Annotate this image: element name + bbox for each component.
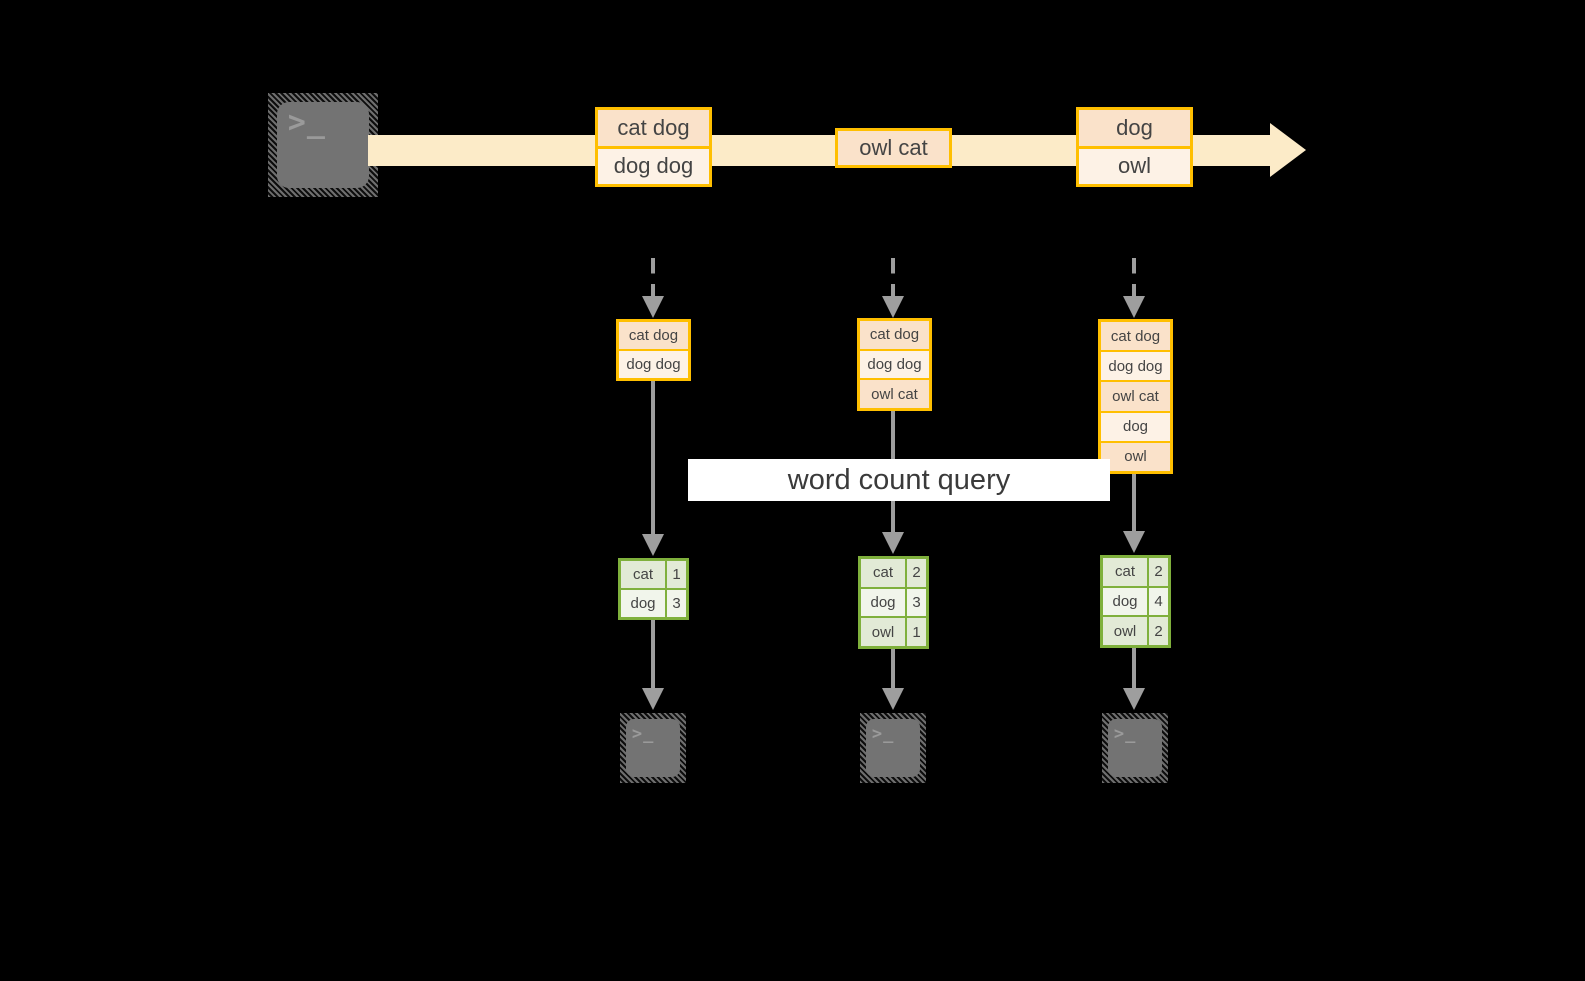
record-line: cat dog bbox=[860, 321, 929, 349]
snapshot-1-input-box[interactable]: cat dog dog dog bbox=[616, 319, 691, 381]
count-word: dog bbox=[861, 588, 905, 617]
count-value: 1 bbox=[665, 561, 686, 588]
record-line: owl cat bbox=[1101, 380, 1170, 411]
count-value: 1 bbox=[905, 618, 926, 647]
record-line: dog dog bbox=[860, 348, 929, 379]
query-arrow-3 bbox=[1132, 474, 1136, 536]
output-arrowhead-1-icon bbox=[642, 688, 664, 710]
terminal-body bbox=[277, 102, 369, 188]
output-arrow-1 bbox=[651, 620, 655, 692]
count-word: cat bbox=[1103, 558, 1147, 586]
stream-tap-arrow-2 bbox=[891, 258, 895, 300]
stream-arrow-head-icon bbox=[1270, 123, 1306, 177]
count-word: dog bbox=[621, 590, 665, 617]
record-line: owl cat bbox=[860, 378, 929, 409]
table-row: owl 2 bbox=[1103, 615, 1168, 646]
count-value: 2 bbox=[1147, 617, 1168, 646]
stream-batch-2[interactable]: owl cat bbox=[835, 128, 952, 168]
record-line: cat dog bbox=[598, 110, 709, 146]
query-label: word count query bbox=[688, 459, 1110, 501]
table-row: cat 2 bbox=[1103, 558, 1168, 586]
record-line: dog dog bbox=[598, 145, 709, 184]
snapshot-1-count-table[interactable]: cat 1 dog 3 bbox=[618, 558, 689, 620]
terminal-body bbox=[626, 719, 680, 777]
snapshot-3-input-box[interactable]: cat dog dog dog owl cat dog owl bbox=[1098, 319, 1173, 474]
count-word: owl bbox=[861, 618, 905, 647]
table-row: dog 3 bbox=[621, 588, 686, 617]
stream-batch-3[interactable]: dog owl bbox=[1076, 107, 1193, 187]
consumer-terminal-1-icon[interactable]: >_ bbox=[620, 713, 686, 783]
stream-tap-arrow-1 bbox=[651, 258, 655, 300]
record-line: dog bbox=[1079, 110, 1190, 146]
stream-batch-1[interactable]: cat dog dog dog bbox=[595, 107, 712, 187]
record-line: owl bbox=[1079, 145, 1190, 184]
output-arrowhead-2-icon bbox=[882, 688, 904, 710]
query-arrowhead-2-icon bbox=[882, 532, 904, 554]
record-line: cat dog bbox=[1101, 322, 1170, 351]
terminal-prompt-glyph: >_ bbox=[631, 723, 655, 744]
table-row: dog 4 bbox=[1103, 585, 1168, 616]
count-value: 3 bbox=[665, 590, 686, 617]
terminal-body bbox=[1108, 719, 1162, 777]
terminal-prompt-glyph: >_ bbox=[871, 723, 895, 744]
consumer-terminal-3-icon[interactable]: >_ bbox=[1102, 713, 1168, 783]
count-value: 2 bbox=[1147, 558, 1168, 586]
terminal-prompt-glyph: >_ bbox=[1113, 723, 1137, 744]
stream-tap-arrowhead-2-icon bbox=[882, 296, 904, 318]
terminal-prompt-glyph: >_ bbox=[287, 104, 326, 140]
count-value: 2 bbox=[905, 559, 926, 587]
snapshot-2-input-box[interactable]: cat dog dog dog owl cat bbox=[857, 318, 932, 411]
record-line: dog dog bbox=[1101, 350, 1170, 381]
snapshot-3-count-table[interactable]: cat 2 dog 4 owl 2 bbox=[1100, 555, 1171, 648]
query-arrowhead-1-icon bbox=[642, 534, 664, 556]
count-word: dog bbox=[1103, 587, 1147, 616]
terminal-body bbox=[866, 719, 920, 777]
record-line: dog dog bbox=[619, 349, 688, 378]
table-row: cat 1 bbox=[621, 561, 686, 588]
count-value: 3 bbox=[905, 588, 926, 617]
stream-tap-arrow-3 bbox=[1132, 258, 1136, 300]
table-row: owl 1 bbox=[861, 616, 926, 647]
query-arrow-1 bbox=[651, 381, 655, 538]
stream-tap-arrowhead-3-icon bbox=[1123, 296, 1145, 318]
output-arrow-2 bbox=[891, 649, 895, 692]
count-value: 4 bbox=[1147, 587, 1168, 616]
count-word: cat bbox=[621, 561, 665, 588]
producer-terminal-icon[interactable]: >_ bbox=[268, 93, 378, 197]
count-word: owl bbox=[1103, 617, 1147, 646]
query-arrowhead-3-icon bbox=[1123, 531, 1145, 553]
query-label-text: word count query bbox=[787, 463, 1011, 496]
record-line: cat dog bbox=[619, 322, 688, 349]
count-word: cat bbox=[861, 559, 905, 587]
output-arrow-3 bbox=[1132, 648, 1136, 692]
consumer-terminal-2-icon[interactable]: >_ bbox=[860, 713, 926, 783]
stream-tap-arrowhead-1-icon bbox=[642, 296, 664, 318]
table-row: cat 2 bbox=[861, 559, 926, 587]
table-row: dog 3 bbox=[861, 586, 926, 617]
output-arrowhead-3-icon bbox=[1123, 688, 1145, 710]
record-line: owl bbox=[1101, 440, 1170, 472]
record-line: dog bbox=[1101, 410, 1170, 441]
snapshot-2-count-table[interactable]: cat 2 dog 3 owl 1 bbox=[858, 556, 929, 649]
record-line: owl cat bbox=[838, 131, 949, 165]
